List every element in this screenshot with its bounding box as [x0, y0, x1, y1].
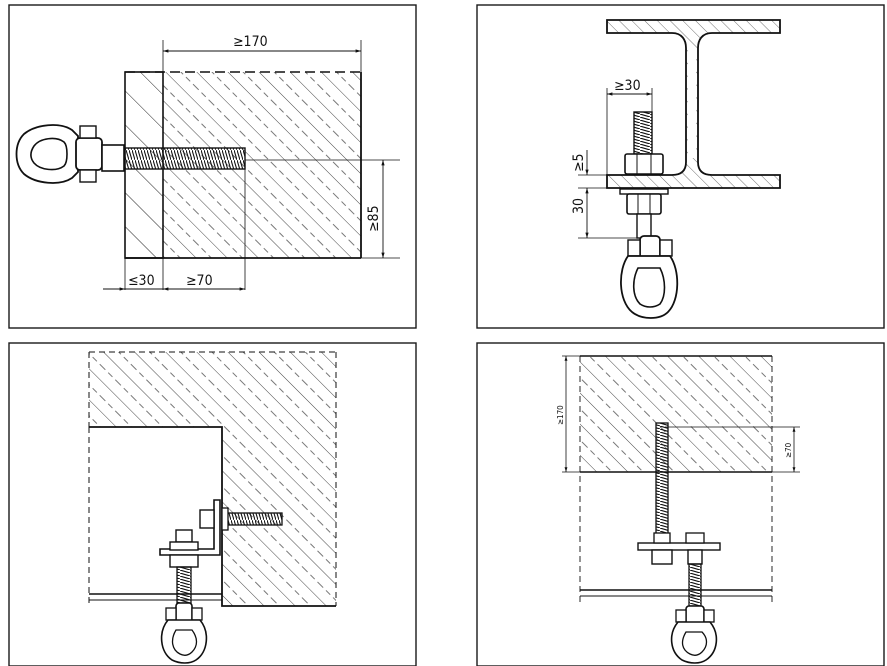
dim-embed-small-label: ≥70	[784, 442, 793, 458]
dim-edge-label: ≥85	[366, 205, 382, 232]
dim-depth-label: ≥170	[233, 34, 268, 50]
dim-layer-label: ≤30	[128, 273, 155, 289]
panel-corner-bracket	[8, 342, 417, 666]
dim-gap-label: ≥5	[571, 153, 587, 172]
panel-wall-bolt: ≥170 ≥85 ≤30 ≥70	[8, 4, 417, 329]
dim-nut-label: 30	[571, 198, 587, 214]
panel-through-slab: ≥170 ≥70	[476, 342, 885, 666]
dim-embed-label: ≥70	[186, 273, 213, 289]
dim-thread-label: ≥30	[614, 78, 641, 94]
panel-steel-beam: ≥30 ≥5 30	[476, 4, 885, 329]
dim-slab-label: ≥170	[556, 405, 565, 425]
